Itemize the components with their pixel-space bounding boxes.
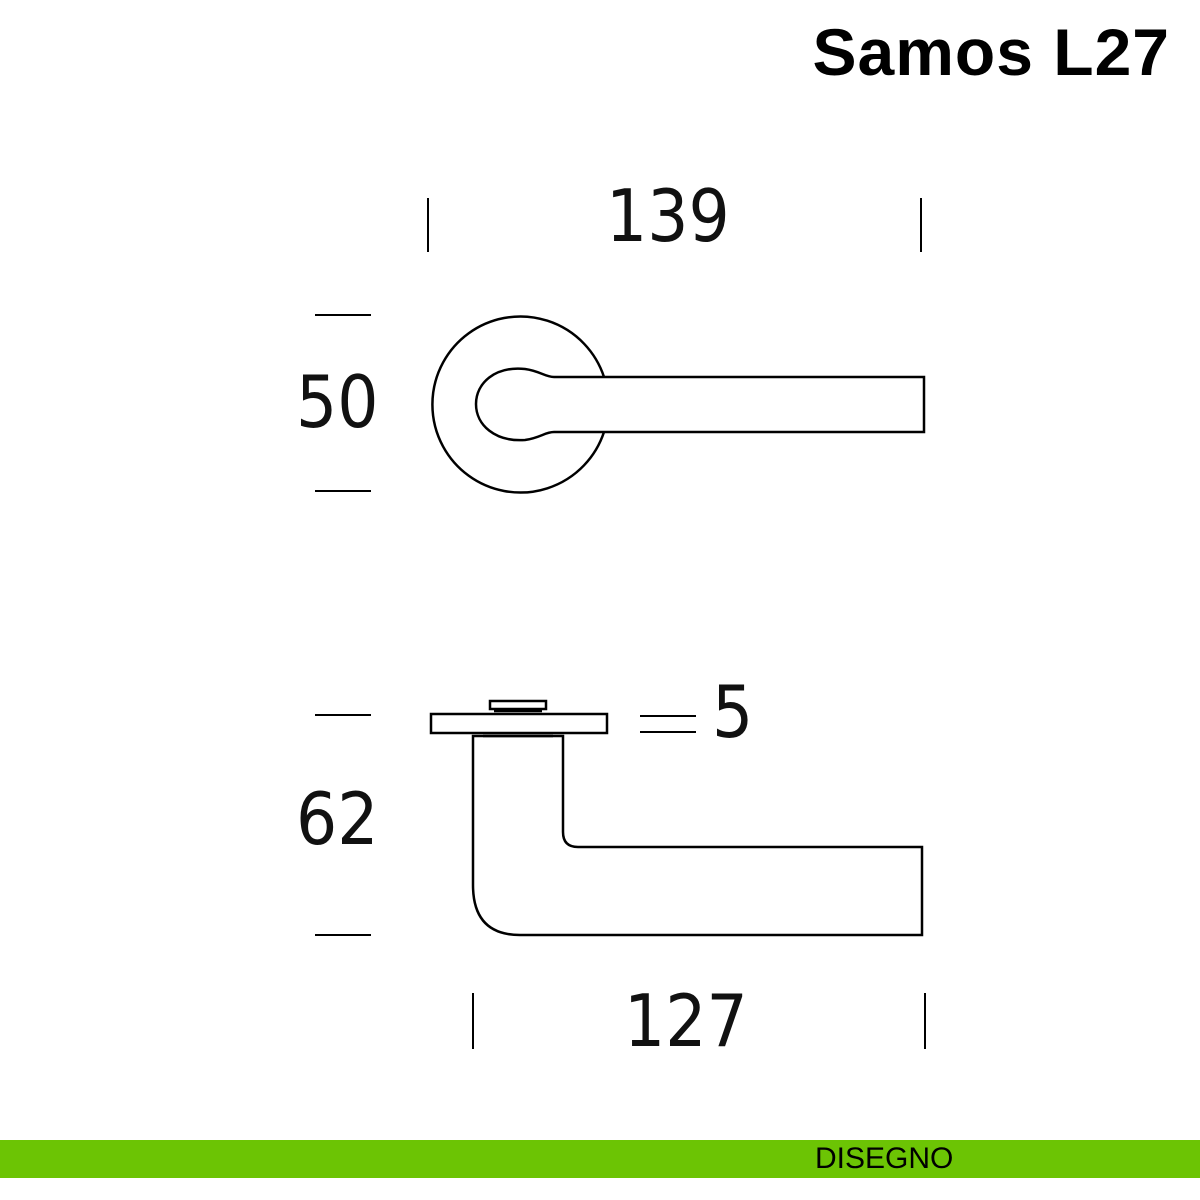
dim-label-139: 139: [606, 174, 730, 258]
rosette-circle: [431, 315, 606, 494]
product-title: Samos L27: [812, 15, 1170, 89]
footer-label: DISEGNO: [815, 1142, 954, 1175]
rosette-plate: [429, 712, 609, 735]
lever-front: [474, 367, 926, 442]
lever-side: [471, 734, 924, 937]
spindle-cap: [488, 699, 548, 711]
dim-label-62: 62: [296, 777, 379, 861]
dimension-lines: [315, 198, 926, 1049]
footer-bar: [0, 1140, 1200, 1178]
dim-label-127: 127: [624, 979, 748, 1063]
dim-label-50: 50: [296, 360, 379, 444]
front-view: [431, 315, 926, 494]
dim-label-5: 5: [712, 670, 754, 754]
side-view: [429, 699, 924, 937]
